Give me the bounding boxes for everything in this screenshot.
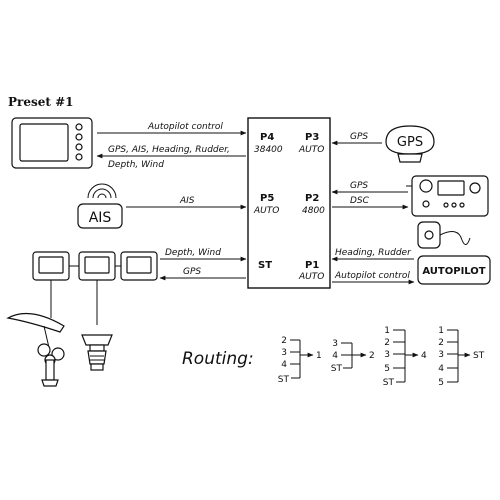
chartplotter-device [11, 117, 93, 169]
link-gps-p2: GPS [350, 181, 368, 191]
routing-g3-input: 2 [384, 338, 390, 348]
gps-device-label: GPS [397, 135, 423, 150]
routing-group-2: 3 4 ST 2 [331, 339, 375, 374]
ais-device-label: AIS [89, 210, 112, 226]
link-depth-wind-left: Depth, Wind [108, 160, 164, 170]
instrument-displays [32, 251, 158, 325]
link-dsc-p2: DSC [350, 196, 370, 206]
routing-g1-input: 3 [281, 348, 287, 358]
routing-g2-input: 4 [332, 351, 338, 361]
vhf-radio [406, 175, 489, 249]
port-p3-baud: AUTO [298, 145, 324, 155]
routing-g1-input: 4 [281, 360, 287, 370]
port-p4-label: P4 [260, 132, 274, 143]
routing-group-1: 2 3 4 ST 1 [278, 336, 322, 385]
link-heading-rudder: Heading, Rudder [335, 248, 412, 258]
routing-g4-output: ST [473, 351, 485, 361]
routing-g4-input: 3 [438, 350, 444, 360]
link-gps-st: GPS [183, 267, 201, 277]
routing-g3-input: ST [383, 378, 395, 388]
routing-g2-input: ST [331, 364, 343, 374]
port-p1-baud: AUTO [298, 272, 324, 282]
multiplexer-box [247, 117, 331, 289]
routing-g4-input: 4 [438, 364, 444, 374]
routing-g3-input: 1 [384, 326, 390, 336]
port-st-label: ST [258, 260, 272, 271]
routing-g1-input: 2 [281, 336, 287, 346]
routing-group-3: 1 2 3 5 ST 4 [383, 326, 427, 388]
link-gps-ais-heading: GPS, AIS, Heading, Rudder, [108, 145, 230, 155]
gps-antenna: GPS [385, 125, 435, 163]
routing-group-4: 1 2 3 4 5 ST [438, 326, 484, 388]
wind-sensor [6, 312, 65, 387]
port-p5-label: P5 [260, 193, 274, 204]
routing-title: Routing: [182, 349, 254, 369]
ais-device: AIS [77, 183, 123, 229]
routing-g4-input: 1 [438, 326, 444, 336]
port-p5-baud: AUTO [253, 206, 279, 216]
link-gps-p3: GPS [350, 132, 368, 142]
routing-g3-input: 3 [384, 350, 390, 360]
routing-g4-input: 5 [438, 378, 444, 388]
link-ais-in: AIS [179, 196, 195, 206]
routing-g3-output: 4 [421, 351, 427, 361]
routing-g1-output: 1 [316, 351, 322, 361]
port-p2-label: P2 [305, 193, 319, 204]
port-p4-baud: 38400 [254, 145, 283, 155]
routing-g4-input: 2 [438, 338, 444, 348]
port-p2-baud: 4800 [302, 206, 325, 216]
autopilot-device: AUTOPILOT [417, 255, 491, 285]
routing-g2-input: 3 [332, 339, 338, 349]
port-p1-label: P1 [305, 260, 319, 271]
routing-g1-input: ST [278, 375, 290, 385]
preset-title: Preset #1 [8, 95, 74, 109]
link-autopilot-control-left: Autopilot control [147, 122, 223, 132]
routing-g2-output: 2 [369, 351, 375, 361]
link-depth-wind-st: Depth, Wind [165, 248, 221, 258]
depth-transducer [81, 334, 113, 371]
port-p3-label: P3 [305, 132, 319, 143]
routing-g3-input: 5 [384, 364, 390, 374]
link-autopilot-control-right: Autopilot control [334, 271, 410, 281]
autopilot-device-label: AUTOPILOT [422, 266, 485, 277]
